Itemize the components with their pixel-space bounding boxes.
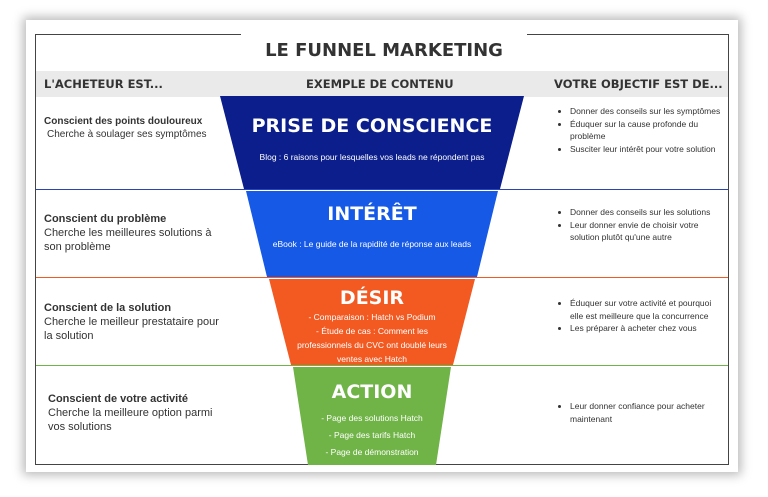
content-desire-3: professionnels du CVC ont doublé leurs <box>297 340 447 350</box>
funnel-diagram: PRISE DE CONSCIENCE Blog : 6 raisons pou… <box>220 96 524 465</box>
objectives-desire: Éduquer sur votre activité et pourquoi e… <box>560 297 726 335</box>
objective-desire-1: Éduquer sur votre activité et pourquoi e… <box>570 297 726 322</box>
buyer-action: Conscient de votre activité Cherche la m… <box>48 392 224 434</box>
objective-awareness-2: Éduquer sur la cause profonde du problèm… <box>570 118 726 143</box>
funnel-segment-desire <box>269 279 475 365</box>
stage-title-action: ACTION <box>332 381 413 403</box>
buyer-desc-interest: Cherche les meilleures solutions à son p… <box>44 227 212 253</box>
buyer-awareness: Conscient des points douloureux Cherche … <box>44 115 220 141</box>
buyer-title-interest: Conscient du problème <box>44 213 167 225</box>
content-action-2: - Page des tarifs Hatch <box>329 430 416 440</box>
buyer-desc-action: Cherche la meilleure option parmi vos so… <box>48 407 213 433</box>
stage-title-awareness: PRISE DE CONSCIENCE <box>252 115 493 137</box>
objective-awareness-1: Donner des conseils sur les symptômes <box>570 105 726 118</box>
separator-3 <box>36 365 728 366</box>
content-action-1: - Page des solutions Hatch <box>321 413 423 423</box>
header-content: EXEMPLE DE CONTENU <box>306 77 454 91</box>
funnel-frame: L'ACHETEUR EST... EXEMPLE DE CONTENU VOT… <box>35 33 729 465</box>
objective-awareness-3: Susciter leur intérêt pour votre solutio… <box>570 143 726 156</box>
buyer-desc-desire: Cherche le meilleur prestataire pour la … <box>44 316 219 342</box>
buyer-title-awareness: Conscient des points douloureux <box>44 116 203 127</box>
content-desire-1: - Comparaison : Hatch vs Podium <box>308 312 435 322</box>
objective-action-1: Leur donner confiance pour acheter maint… <box>570 400 726 425</box>
page-title: LE FUNNEL MARKETING <box>241 33 527 69</box>
content-desire-2: - Étude de cas : Comment les <box>316 326 428 336</box>
stage-title-desire: DÉSIR <box>340 286 405 309</box>
objectives-action: Leur donner confiance pour acheter maint… <box>560 400 726 425</box>
buyer-title-desire: Conscient de la solution <box>44 302 172 314</box>
buyer-desc-awareness: Cherche à soulager ses symptômes <box>47 129 207 140</box>
header-buyer: L'ACHETEUR EST... <box>44 77 163 91</box>
funnel-segment-interest <box>246 191 498 277</box>
objectives-awareness: Donner des conseils sur les symptômes Éd… <box>560 105 726 155</box>
separator-2 <box>36 277 728 278</box>
objective-interest-2: Leur donner envie de choisir votre solut… <box>570 219 726 244</box>
header-objective: VOTRE OBJECTIF EST DE... <box>554 77 723 91</box>
objective-desire-2: Les préparer à acheter chez vous <box>570 322 726 335</box>
header-band <box>36 71 728 97</box>
buyer-desire: Conscient de la solution Cherche le meil… <box>44 301 220 343</box>
buyer-title-action: Conscient de votre activité <box>48 393 188 405</box>
buyer-interest: Conscient du problème Cherche les meille… <box>44 212 220 254</box>
content-desire-4: ventes avec Hatch <box>337 354 407 364</box>
objectives-interest: Donner des conseils sur les solutions Le… <box>560 206 726 244</box>
objective-interest-1: Donner des conseils sur les solutions <box>570 206 726 219</box>
content-awareness-1: Blog : 6 raisons pour lesquelles vos lea… <box>260 152 485 162</box>
separator-1 <box>36 189 728 190</box>
content-action-3: - Page de démonstration <box>325 447 418 457</box>
funnel-segment-action <box>293 367 451 465</box>
stage-title-interest: INTÉRÊT <box>327 202 417 225</box>
content-interest-1: eBook : Le guide de la rapidité de répon… <box>273 239 471 249</box>
funnel-segment-awareness <box>220 96 524 189</box>
funnel-card: L'ACHETEUR EST... EXEMPLE DE CONTENU VOT… <box>26 20 738 472</box>
